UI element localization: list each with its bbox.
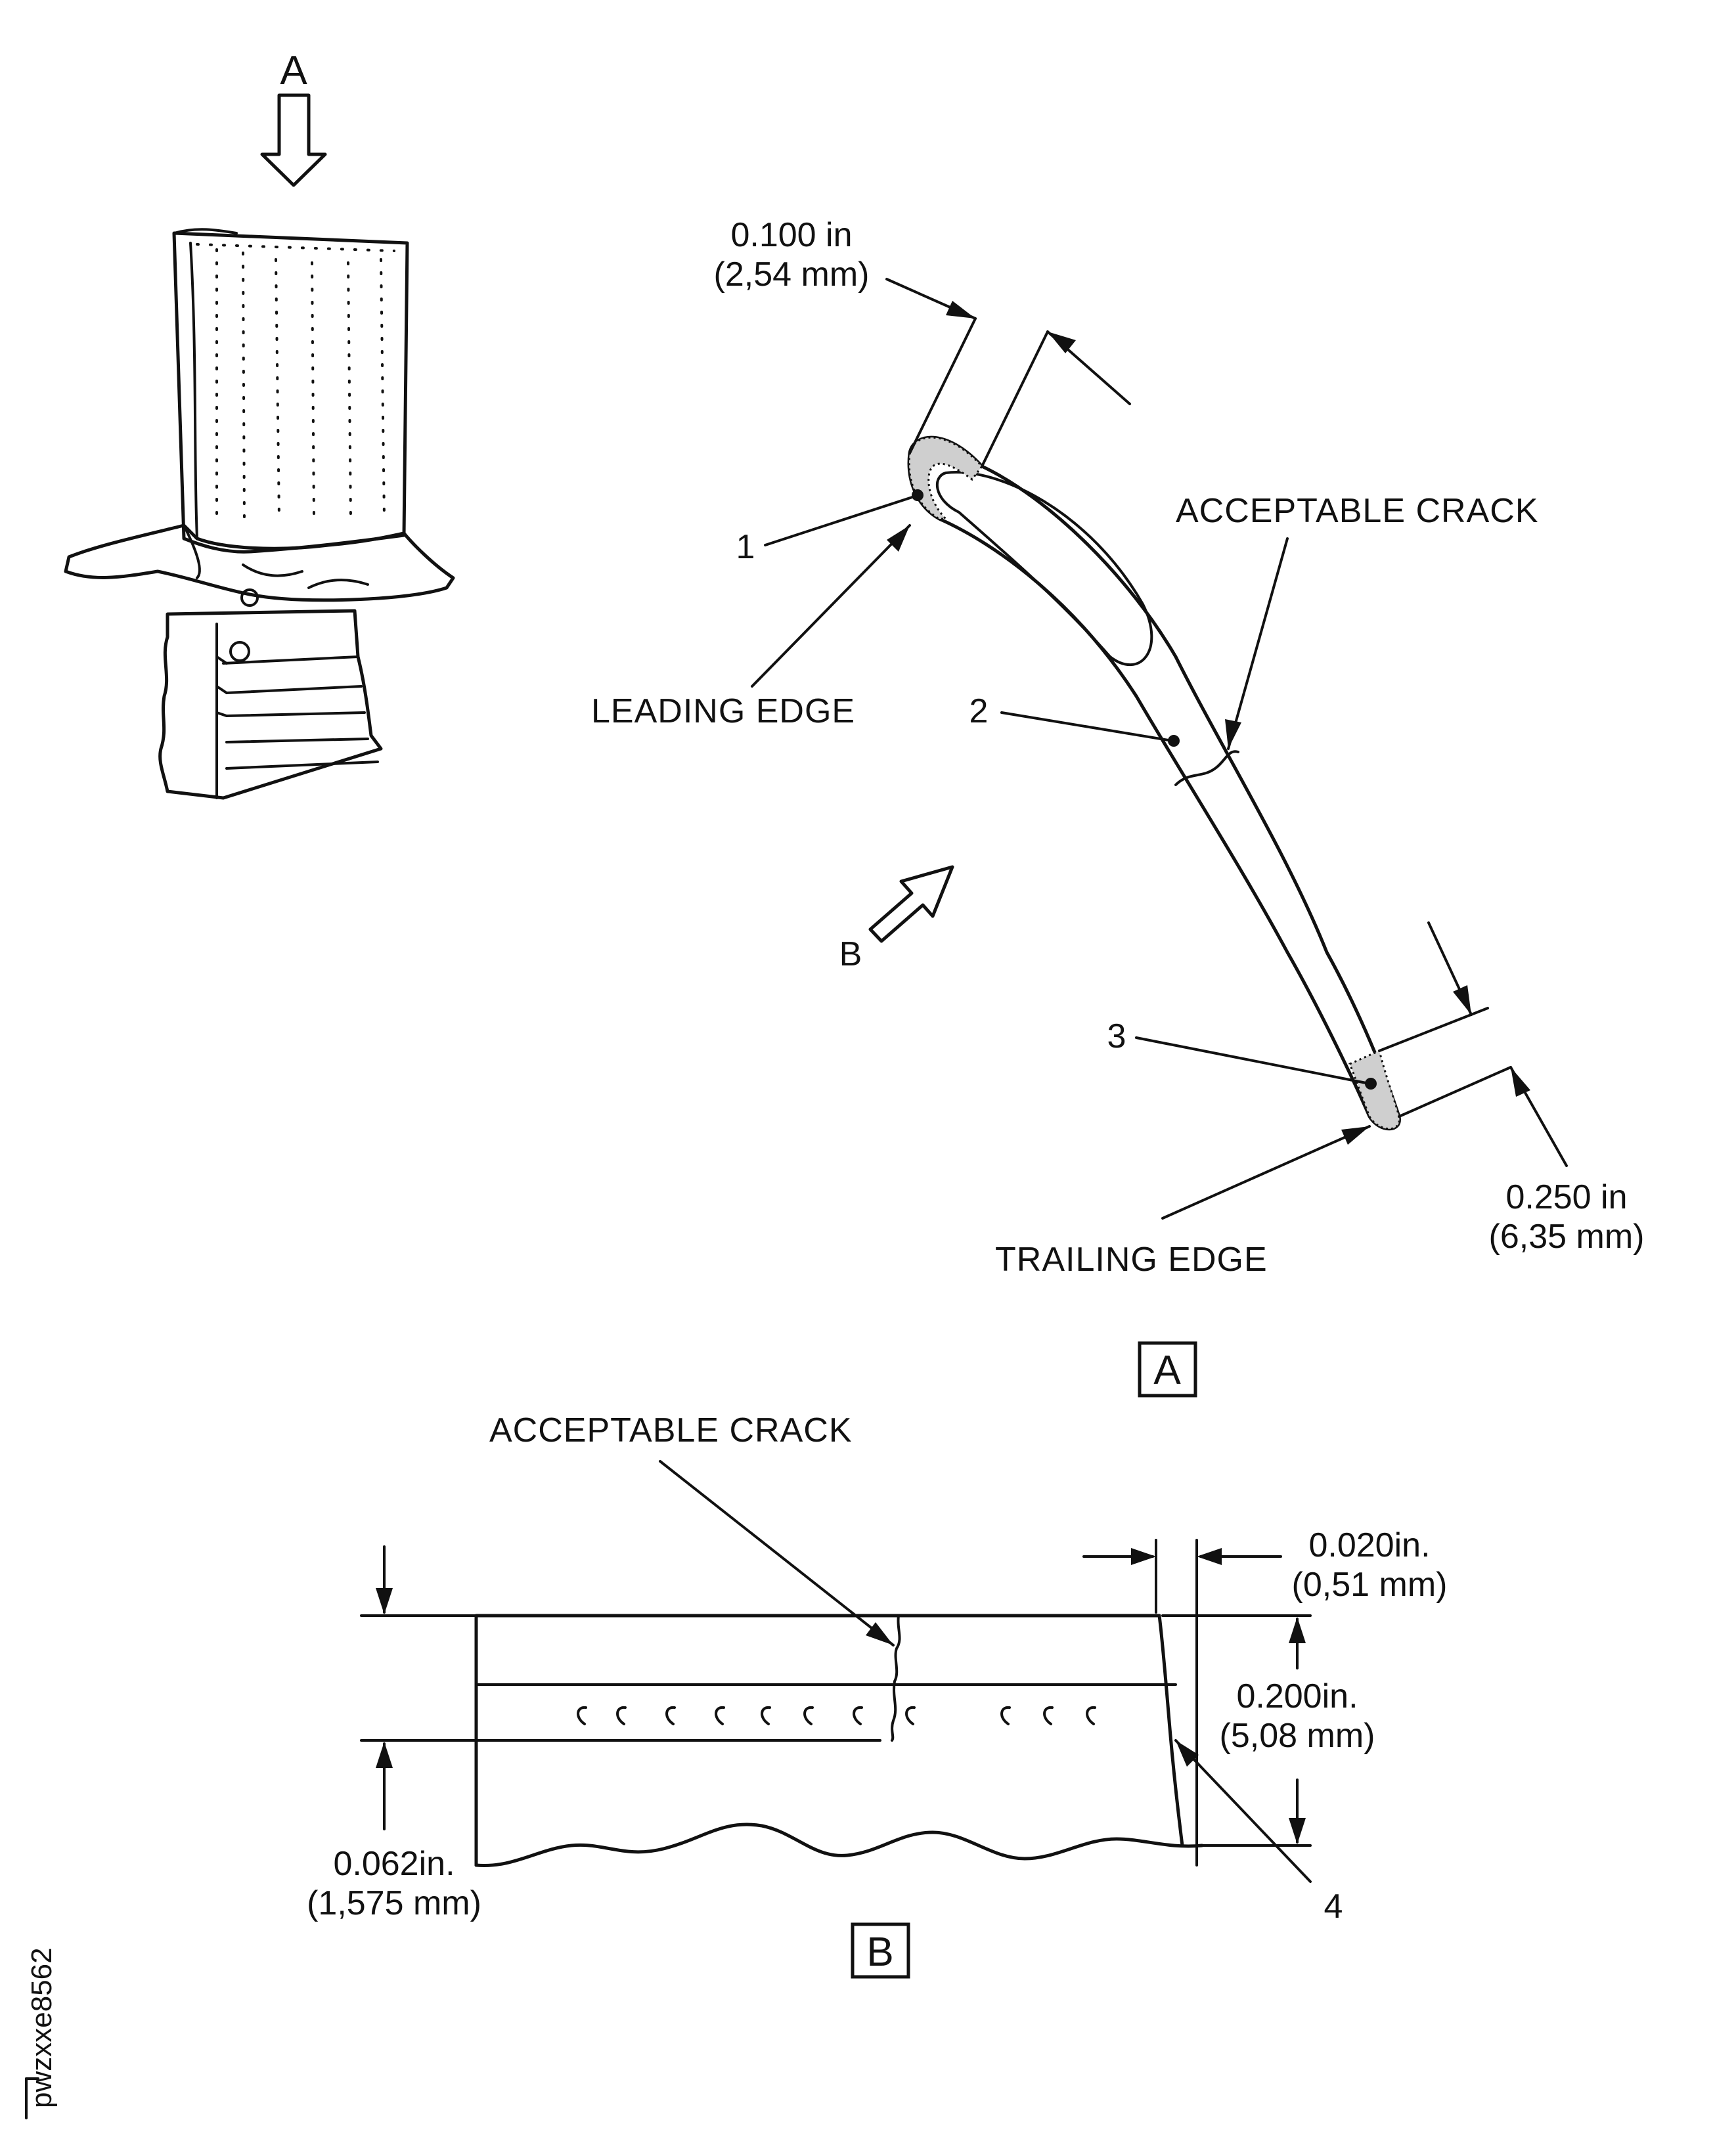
acceptable-crack-label-a: ACCEPTABLE CRACK: [1176, 492, 1539, 530]
callout-3: 3: [1107, 1017, 1377, 1090]
callout-2-label: 2: [969, 692, 989, 730]
hole-row-mm: (1,575 mm): [307, 1884, 481, 1922]
hole-row-in: 0.062in.: [333, 1845, 455, 1883]
trailing-edge-width-mm: (6,35 mm): [1489, 1218, 1645, 1256]
figure-id-label: pwzxxe8562: [26, 1947, 58, 2108]
callout-2: 2: [969, 692, 1180, 747]
edge-offset-dimension: 0.020in. (0,51 mm): [1082, 1526, 1448, 1867]
view-b-edge-detail: ACCEPTABLE CRACK 0.062in. (1,575 mm) 0.0…: [307, 1411, 1448, 1979]
callout-1: 1: [736, 489, 924, 566]
view-b-arrow: B: [839, 865, 954, 973]
callout-4: 4: [1174, 1739, 1343, 1926]
trailing-edge-dimension: 0.250 in (6,35 mm): [1378, 921, 1645, 1256]
leading-edge-width-mm: (2,54 mm): [714, 255, 870, 294]
cooling-hole-rows: [196, 243, 395, 527]
figure-id: pwzxxe8562: [25, 1947, 58, 2119]
callout-3-label: 3: [1107, 1017, 1126, 1055]
cooling-holes: [577, 1706, 1096, 1725]
view-a-box: A: [1138, 1341, 1197, 1398]
view-a-box-label: A: [1153, 1348, 1181, 1393]
crack-length-dimension: 0.200in. (5,08 mm): [1161, 1614, 1375, 1847]
leading-edge-label: LEADING EDGE: [591, 692, 855, 730]
crack-length-in: 0.200in.: [1236, 1677, 1358, 1715]
trailing-edge-width-in: 0.250 in: [1505, 1178, 1627, 1216]
crack-length-mm: (5,08 mm): [1220, 1717, 1375, 1755]
leading-edge-callout: LEADING EDGE: [591, 524, 911, 730]
leading-edge-zone: [908, 436, 983, 520]
edge-offset-in: 0.020in.: [1308, 1526, 1430, 1564]
trailing-edge-label: TRAILING EDGE: [995, 1241, 1268, 1279]
leading-edge-width-in: 0.100 in: [730, 216, 852, 254]
acceptable-crack-label-b: ACCEPTABLE CRACK: [489, 1411, 853, 1449]
turbine-blade-illustration: A: [64, 48, 455, 800]
acceptable-crack-callout-b: ACCEPTABLE CRACK: [489, 1411, 895, 1646]
edge-offset-mm: (0,51 mm): [1292, 1566, 1448, 1604]
trailing-edge-callout: TRAILING EDGE: [995, 1125, 1371, 1279]
view-a-airfoil-section: 0.100 in (2,54 mm) 0.250 in (6,35 mm) 1 …: [591, 216, 1645, 1398]
leading-edge-dimension: 0.100 in (2,54 mm): [714, 216, 1131, 468]
acceptable-crack-callout-a: ACCEPTABLE CRACK: [1176, 492, 1539, 750]
callout-1-label: 1: [736, 528, 755, 566]
hole-row-dimension: 0.062in. (1,575 mm): [307, 1545, 481, 1922]
view-b-box: B: [851, 1922, 910, 1979]
view-a-arrow-label: A: [280, 48, 307, 93]
callout-4-label: 4: [1324, 1888, 1343, 1926]
view-a-arrow: A: [260, 48, 327, 187]
view-b-box-label: B: [866, 1930, 893, 1975]
trailing-edge-zone: [1348, 1049, 1400, 1130]
view-b-arrow-label: B: [839, 935, 862, 973]
